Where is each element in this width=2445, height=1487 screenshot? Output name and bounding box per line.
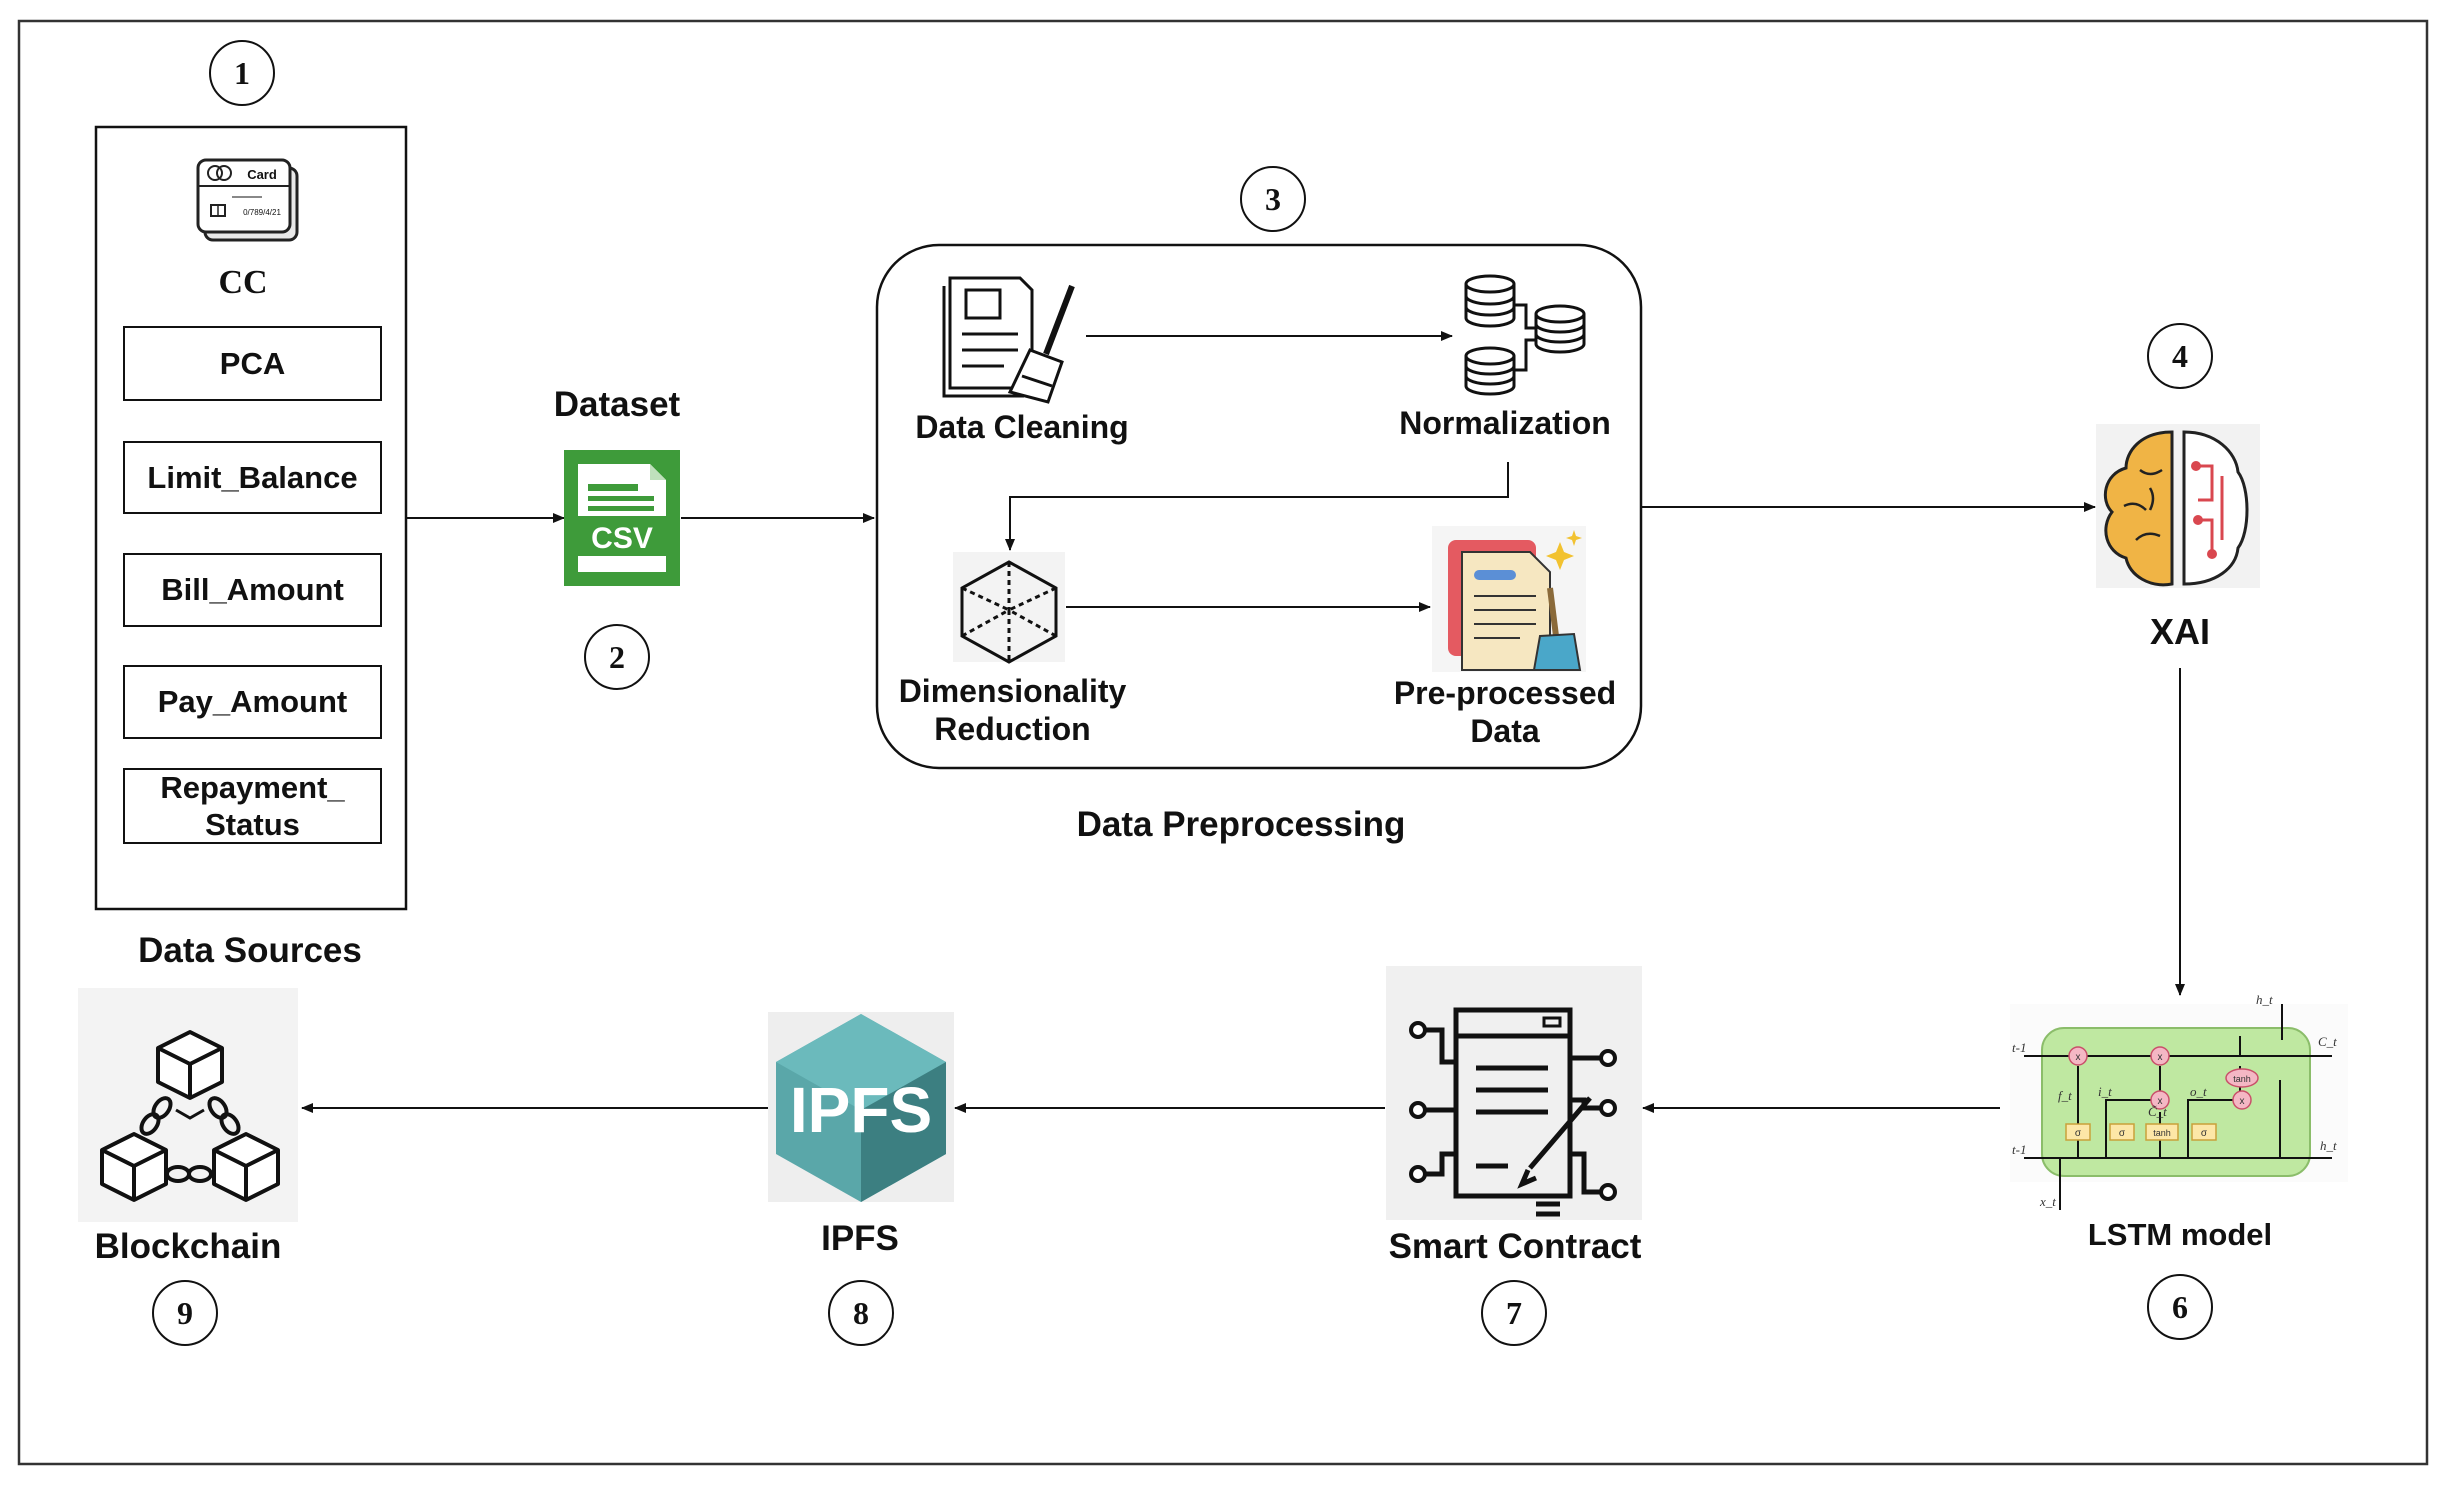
card-text: Card <box>247 167 277 182</box>
smart-contract-icon <box>1386 966 1642 1220</box>
arrow-normalization-to-dimensionality <box>1005 462 1509 551</box>
lstm-sym-ct-prev: t-1 <box>2012 1040 2026 1055</box>
cc-label: CC <box>218 264 268 301</box>
step-number-7: 7 <box>1481 1280 1547 1346</box>
smart-contract-label: Smart Contract <box>1388 1227 1642 1266</box>
step-number-8: 8 <box>828 1280 894 1346</box>
lstm-op-sigma-3: σ <box>2201 1128 2208 1139</box>
normalization-label: Normalization <box>1399 405 1611 441</box>
data-preprocessing-caption: Data Preprocessing <box>1076 805 1406 844</box>
field-repayment-status: Repayment_ Status <box>123 768 382 844</box>
lstm-op-mult-forget: x <box>2076 1052 2081 1063</box>
lstm-sym-ht-top: h_t <box>2256 992 2273 1007</box>
xai-brain-icon <box>2096 424 2260 588</box>
lstm-sym-ct: C_t <box>2318 1034 2337 1049</box>
xai-label: XAI <box>2149 611 2210 652</box>
lstm-op-mult-input: x <box>2158 1096 2163 1107</box>
dataset-title: Dataset <box>553 385 681 424</box>
lstm-sym-ht-right: h_t <box>2320 1138 2337 1153</box>
outer-frame <box>17 19 2429 1466</box>
step-number-1: 1 <box>209 40 275 106</box>
data-cleaning-icon <box>942 276 1075 404</box>
step-number-3: 3 <box>1240 166 1306 232</box>
step-number-6: 6 <box>2147 1274 2213 1340</box>
lstm-sym-ft: f_t <box>2058 1088 2072 1103</box>
lstm-op-mult-output: x <box>2240 1096 2245 1107</box>
csv-file-icon <box>564 450 680 586</box>
lstm-sym-ot: o_t <box>2190 1084 2207 1099</box>
lstm-op-sigma-2: σ <box>2119 1128 2126 1139</box>
dimensionality-reduction-label: Dimensionality Reduction <box>898 673 1127 748</box>
ipfs-logo-icon <box>768 1012 954 1202</box>
data-cleaning-label: Data Cleaning <box>915 409 1129 445</box>
preprocessed-data-icon <box>1432 526 1586 672</box>
field-limit-balance: Limit_Balance <box>123 441 382 514</box>
preprocessed-data-label: Pre-processed Data <box>1393 675 1617 750</box>
lstm-sym-ht-prev: t-1 <box>2012 1142 2026 1157</box>
lstm-op-sigma-1: σ <box>2075 1128 2082 1139</box>
step-number-2: 2 <box>584 624 650 690</box>
lstm-op-tanh-out: tanh <box>2233 1074 2251 1084</box>
field-pay-amount: Pay_Amount <box>123 665 382 739</box>
field-pca: PCA <box>123 326 382 401</box>
lstm-op-mult-cell: x <box>2158 1052 2163 1063</box>
lstm-sym-it: i_t <box>2098 1084 2112 1099</box>
blockchain-label: Blockchain <box>94 1227 282 1266</box>
lstm-cell-diagram <box>2010 1004 2348 1210</box>
credit-card-icon <box>196 158 299 242</box>
csv-text: CSV <box>591 522 653 555</box>
field-bill-amount: Bill_Amount <box>123 553 382 627</box>
ipfs-logo-text: IPFS <box>790 1074 932 1146</box>
step-number-4: 4 <box>2147 323 2213 389</box>
ipfs-label: IPFS <box>821 1219 899 1258</box>
step-number-9: 9 <box>152 1280 218 1346</box>
blockchain-icon <box>78 988 298 1222</box>
lstm-sym-ct-tilde: C̃_t <box>2148 1104 2167 1119</box>
data-sources-caption: Data Sources <box>138 931 362 970</box>
lstm-sym-xt: x_t <box>2039 1194 2056 1209</box>
dimensionality-cube-icon <box>953 552 1065 664</box>
lstm-model-label: LSTM model <box>2087 1217 2273 1252</box>
lstm-op-tanh-layer: tanh <box>2153 1128 2171 1138</box>
normalization-icon <box>1464 274 1586 396</box>
card-code: 0/789/4/21 <box>243 208 281 217</box>
